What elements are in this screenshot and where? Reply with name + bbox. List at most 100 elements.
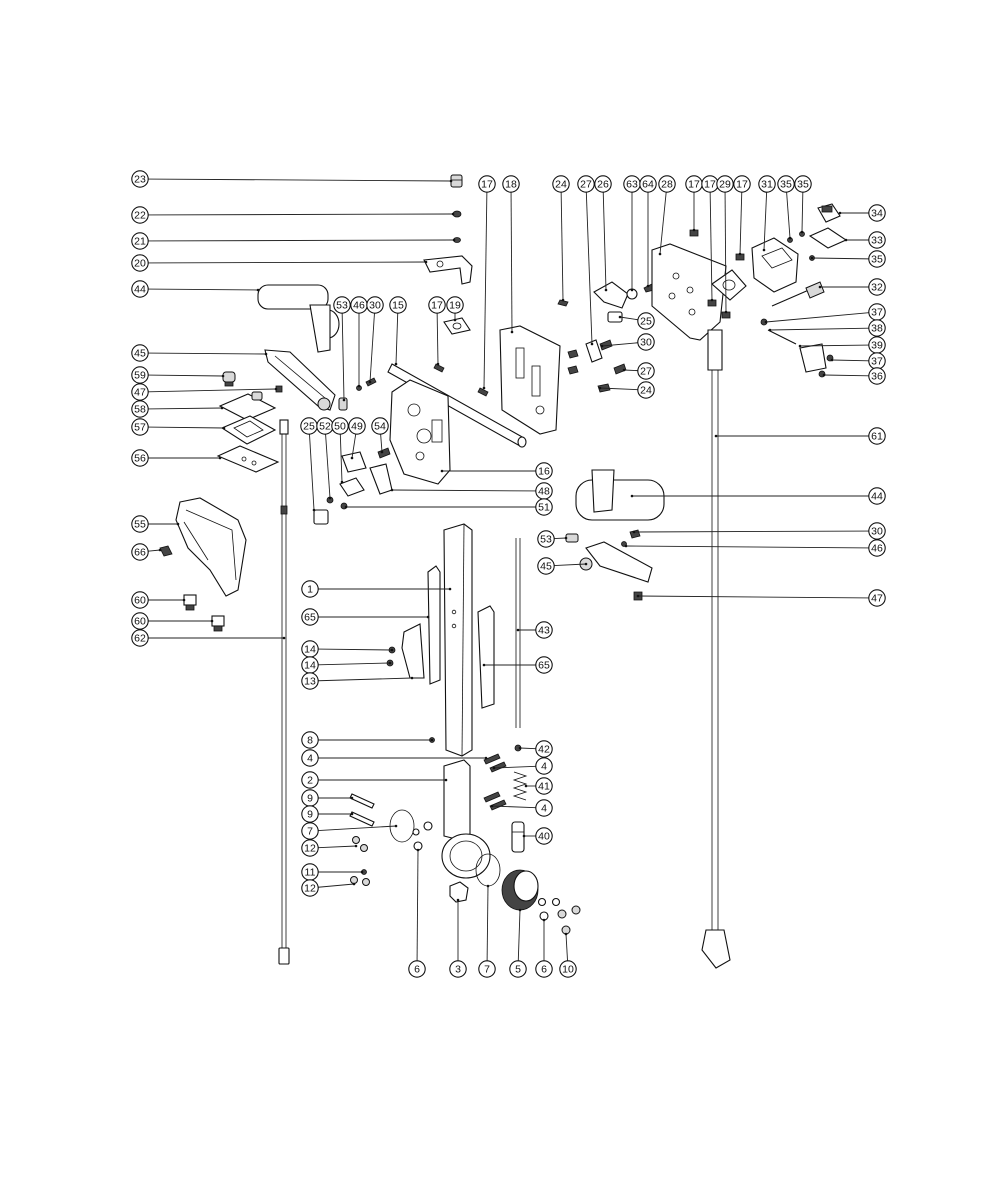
part-clip-66 [159, 545, 173, 557]
leader-dot [516, 628, 520, 632]
callout-53-62: 53 [537, 530, 568, 548]
leader-dot [176, 522, 180, 526]
callout-12-83: 12 [301, 839, 358, 857]
leader-dot [218, 456, 222, 460]
callout-circle [868, 204, 886, 222]
leader-line [724, 192, 727, 313]
callout-label: 49 [351, 421, 363, 433]
leader-line [765, 312, 869, 323]
callout-circle [535, 827, 553, 845]
leader-line [148, 178, 452, 182]
callout-10-91: 10 [559, 932, 577, 978]
callout-26-26: 26 [594, 175, 612, 292]
leader-dot [264, 352, 268, 356]
callout-circle [131, 170, 149, 188]
leader-dot [342, 398, 346, 402]
callout-4-74: 4 [301, 749, 488, 767]
callout-circle [131, 612, 149, 630]
callout-circle [535, 777, 553, 795]
leader-dot [380, 450, 384, 454]
leader-line [148, 239, 455, 242]
leader-dot [210, 619, 214, 623]
callout-label: 29 [719, 179, 731, 191]
callout-label: 42 [538, 744, 550, 756]
callout-circle [371, 417, 389, 435]
callout-label: 41 [538, 781, 550, 793]
leader-line [491, 805, 536, 809]
callout-label: 53 [336, 300, 348, 312]
part-plate-33 [808, 227, 848, 249]
callout-circle [537, 557, 555, 575]
part-label-plate-56 [216, 445, 280, 473]
callout-circle [535, 656, 553, 674]
leader-line [148, 426, 225, 429]
part-cap-23 [450, 174, 463, 188]
leader-line [565, 933, 568, 961]
callout-label: 30 [871, 526, 883, 538]
part-pin-38 [767, 329, 797, 345]
callout-label: 59 [134, 370, 146, 382]
callout-label: 4 [541, 761, 547, 773]
leader-line [351, 434, 357, 459]
leader-dot [350, 812, 354, 816]
part-screw-17-e [707, 299, 717, 307]
callout-circle [131, 515, 149, 533]
callout-27-43: 27 [622, 362, 655, 380]
callout-circle [301, 879, 319, 897]
callout-9-78: 9 [301, 789, 354, 807]
callout-label: 61 [871, 431, 883, 443]
callout-circle [868, 319, 886, 337]
part-plate-58 [218, 391, 277, 421]
callout-circle [637, 381, 655, 399]
part-cable-62 [278, 419, 290, 965]
part-clip-25-low [313, 509, 329, 525]
part-block-39 [799, 343, 827, 373]
callout-circle [537, 530, 555, 548]
callout-15-19: 15 [389, 296, 407, 366]
callout-34-37: 34 [838, 204, 886, 222]
callout-label: 7 [307, 826, 313, 838]
callout-29-32: 29 [716, 175, 734, 314]
leader-line [369, 313, 375, 383]
callout-circle [131, 344, 149, 362]
part-screw-24-top [557, 299, 569, 307]
callout-label: 51 [538, 502, 550, 514]
leader-dot [328, 496, 332, 500]
callout-54-55: 54 [371, 417, 389, 454]
leader-line [148, 549, 161, 552]
part-latch-50 [339, 477, 365, 497]
callout-label: 12 [304, 843, 316, 855]
leader-dot [630, 494, 634, 498]
callout-circle [331, 417, 349, 435]
callout-label: 27 [640, 366, 652, 378]
leader-dot [561, 298, 565, 302]
callout-label: 26 [597, 179, 609, 191]
leader-dot [390, 488, 394, 492]
callout-circle [716, 175, 734, 193]
callout-circle [777, 175, 795, 193]
leader-dot [542, 918, 546, 922]
callout-65-66: 65 [301, 608, 430, 626]
leader-line [318, 845, 357, 849]
leader-dot [282, 636, 286, 640]
callout-circle [658, 175, 676, 193]
callout-circle [131, 232, 149, 250]
callout-circle [449, 960, 467, 978]
part-switch-34 [817, 203, 841, 223]
callout-17-30: 17 [685, 175, 703, 232]
leader-dot [524, 784, 528, 788]
callout-20-3: 20 [131, 254, 428, 272]
leader-line [510, 192, 513, 333]
callout-label: 65 [538, 660, 550, 672]
leader-dot [350, 456, 354, 460]
leader-line [318, 677, 413, 682]
leader-dot [482, 663, 486, 667]
part-lever-49 [341, 451, 367, 473]
leader-line [623, 369, 638, 372]
callout-label: 33 [871, 235, 883, 247]
callout-17-22: 17 [478, 175, 496, 390]
part-cover-65-left [427, 565, 441, 685]
callout-6-86: 6 [408, 848, 426, 978]
